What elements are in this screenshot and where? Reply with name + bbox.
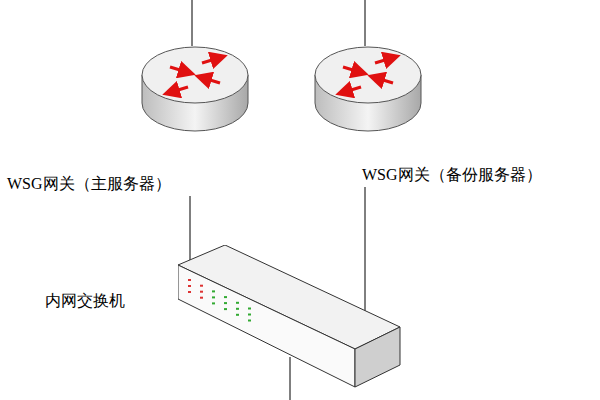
uplink-wire — [365, 0, 366, 46]
uplink-wire — [192, 0, 193, 46]
network-switch: 内网交换机 — [40, 245, 402, 391]
gateway-router: WSG网关（备份服务器） — [310, 45, 596, 185]
switch-label: 内网交换机 — [43, 291, 127, 311]
device-label: WSG网关（主服务器） — [5, 174, 173, 194]
network-link — [190, 196, 191, 263]
gateway-router: WSG网关（主服务器） — [5, 45, 252, 194]
device-label: WSG网关（备份服务器） — [360, 165, 544, 185]
downlink-wire — [290, 357, 291, 400]
router-icon — [313, 45, 423, 135]
switch-icon — [178, 245, 402, 391]
router-icon — [140, 45, 250, 135]
network-link — [365, 187, 366, 314]
